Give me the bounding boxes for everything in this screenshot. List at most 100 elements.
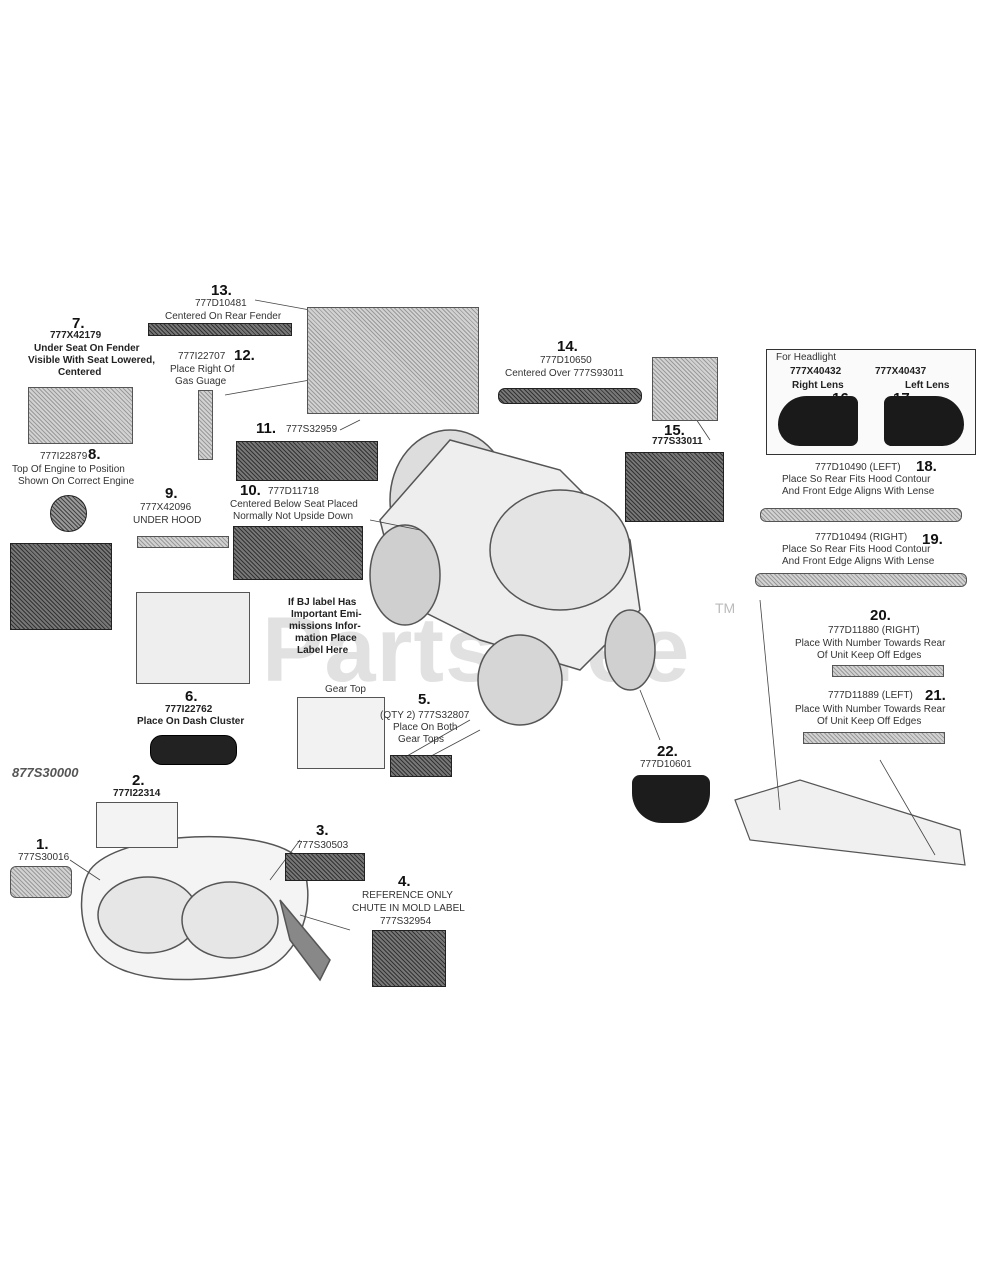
part-6-code: 777I22762	[165, 704, 213, 715]
tractor-illustration	[369, 429, 656, 726]
part-8-decal	[50, 495, 87, 532]
part-12-code: 777I22707	[178, 351, 226, 362]
part-18-note1: Place So Rear Fits Hood Contour	[782, 474, 931, 485]
part-13-number: 13.	[211, 282, 232, 299]
part-22-code: 777D10601	[640, 759, 692, 770]
part-11-number: 11.	[256, 420, 277, 437]
part-7-decal	[28, 387, 133, 444]
part-22-number: 22.	[657, 743, 678, 760]
part-10-code: 777D11718	[268, 486, 319, 497]
part-13-decal	[148, 323, 292, 336]
part-21-number: 21.	[925, 687, 946, 704]
part-12-note1: Place Right Of	[170, 364, 235, 375]
part-1-number: 1.	[36, 836, 49, 853]
part-6-decal	[150, 735, 237, 765]
part-10-note1: Centered Below Seat Placed	[230, 499, 358, 510]
part-5-number: 5.	[418, 691, 431, 708]
part-21-code: 777D11889 (LEFT)	[828, 690, 913, 701]
diagram-code: 877S30000	[12, 765, 79, 780]
part-20-code: 777D11880 (RIGHT)	[828, 625, 920, 636]
part-14-code: 777D10650	[540, 355, 592, 366]
part-12-number: 12.	[234, 347, 255, 364]
part-4-note1: REFERENCE ONLY	[362, 890, 453, 901]
part-4-note2: CHUTE IN MOLD LABEL	[352, 903, 465, 914]
part-11-code: 777S32959	[286, 424, 338, 435]
part-9-code: 777X42096	[140, 502, 192, 513]
part-10-number: 10.	[240, 482, 261, 499]
part-2-number: 2.	[132, 772, 145, 789]
part-5-header: Gear Top	[325, 684, 366, 695]
part-12-note2: Gas Guage	[175, 376, 227, 387]
part-14-detail	[652, 357, 718, 421]
part-1-decal	[10, 866, 72, 898]
fender-illustration	[307, 307, 479, 414]
watermark-tm: TM	[715, 600, 736, 616]
emission-note-line2: Important Emi-	[291, 609, 362, 620]
part-22-decal	[632, 775, 710, 823]
part-20-decal	[832, 665, 944, 677]
part-13-code: 777D10481	[195, 298, 247, 309]
part-20-note2: Of Unit Keep Off Edges	[817, 650, 922, 661]
part-15-code: 777S33011	[652, 436, 703, 447]
part-3-number: 3.	[316, 822, 329, 839]
part-15-number: 15.	[664, 422, 685, 439]
part-16-note: Right Lens	[792, 380, 844, 391]
part-14-decal	[498, 388, 642, 404]
deck-illustration	[80, 835, 331, 982]
part-7-code: 777X42179	[50, 330, 102, 341]
engine-decal	[10, 543, 112, 630]
part-7-note1: Under Seat On Fender	[34, 343, 140, 354]
part-7-number: 7.	[72, 315, 85, 332]
emission-note-line1: If BJ label Has	[288, 597, 357, 608]
hood-illustration	[136, 592, 250, 684]
part-7-note3: Centered	[58, 367, 102, 378]
part-6-number: 6.	[185, 688, 198, 705]
part-16-code: 777X40432	[790, 366, 842, 377]
part-8-code: 777I22879	[40, 451, 88, 462]
part-17-code: 777X40437	[875, 366, 927, 377]
part-13-note: Centered On Rear Fender	[165, 311, 282, 322]
part-18-decal	[760, 508, 962, 522]
part-2-decal	[96, 802, 178, 848]
part-9-note: UNDER HOOD	[133, 515, 202, 526]
part-20-number: 20.	[870, 607, 891, 624]
gear-top-illustration	[297, 697, 385, 769]
part-21-note2: Of Unit Keep Off Edges	[817, 716, 922, 727]
part-5-decal	[390, 755, 452, 777]
part-18-number: 18.	[916, 458, 937, 475]
part-15-decal	[625, 452, 724, 522]
part-11-decal	[236, 441, 378, 481]
part-18-note2: And Front Edge Aligns With Lense	[782, 486, 935, 497]
part-10-decal	[233, 526, 363, 580]
part-17-note: Left Lens	[905, 380, 950, 391]
part-9-decal	[137, 536, 229, 548]
emission-note-line5: Label Here	[297, 645, 349, 656]
part-8-note1: Top Of Engine to Position	[12, 464, 125, 475]
part-9-number: 9.	[165, 485, 178, 502]
part-10-note2: Normally Not Upside Down	[233, 511, 354, 522]
part-19-code: 777D10494 (RIGHT)	[815, 532, 908, 543]
headlight-box-title: For Headlight	[776, 352, 837, 363]
part-21-decal	[803, 732, 945, 744]
part-12-decal	[198, 390, 213, 460]
part-4-decal	[372, 930, 446, 987]
emission-note-line4: mation Place	[295, 633, 357, 644]
part-5-code: (QTY 2) 777S32807	[380, 710, 470, 721]
part-19-note1: Place So Rear Fits Hood Contour	[782, 544, 931, 555]
part-8-number: 8.	[88, 446, 101, 463]
part-21-note1: Place With Number Towards Rear	[795, 704, 946, 715]
part-20-note1: Place With Number Towards Rear	[795, 638, 946, 649]
emission-note-line3: missions Infor-	[289, 621, 361, 632]
part-14-number: 14.	[557, 338, 578, 355]
part-2-code: 777I22314	[113, 788, 161, 799]
side-panel-illustration	[734, 779, 966, 866]
part-4-code: 777S32954	[380, 916, 432, 927]
part-5-note2: Gear Tops	[398, 734, 444, 745]
part-6-note: Place On Dash Cluster	[137, 716, 245, 727]
part-19-number: 19.	[922, 531, 943, 548]
part-3-decal	[285, 853, 365, 881]
part-19-note2: And Front Edge Aligns With Lense	[782, 556, 935, 567]
part-5-note1: Place On Both	[393, 722, 458, 733]
part-17-decal	[884, 396, 964, 446]
